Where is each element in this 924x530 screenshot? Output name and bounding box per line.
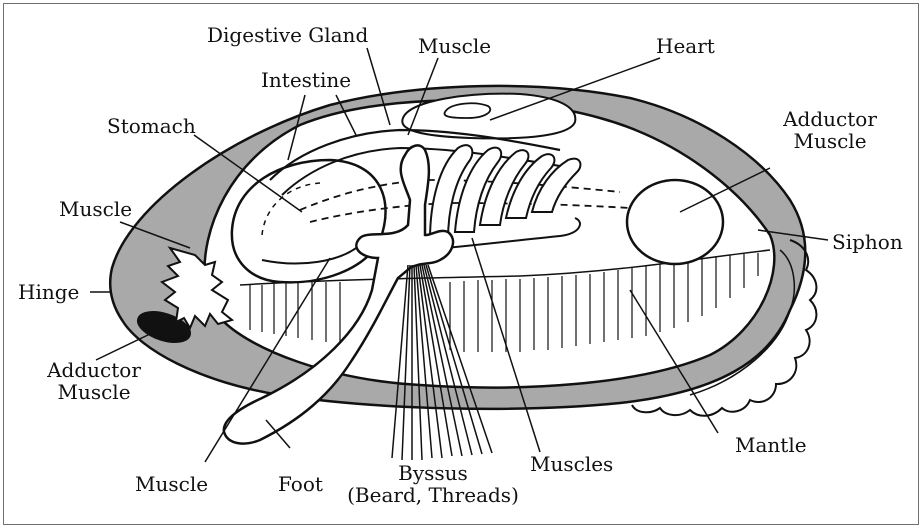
label-muscle-top: Muscle (418, 35, 491, 57)
label-muscle-bottom: Muscle (135, 473, 208, 495)
label-byssus: Byssus (Beard, Threads) (347, 462, 519, 506)
label-mantle: Mantle (735, 434, 807, 456)
label-digestive-gland: Digestive Gland (207, 24, 368, 46)
label-intestine: Intestine (261, 69, 351, 91)
label-hinge: Hinge (18, 281, 79, 303)
label-adductor-right-line2: Muscle (770, 130, 890, 152)
label-adductor-right-line1: Adductor (770, 108, 890, 130)
label-siphon: Siphon (832, 231, 903, 253)
label-byssus-line1: Byssus (347, 462, 519, 484)
posterior-adductor (627, 180, 723, 264)
label-adductor-left-line2: Muscle (28, 381, 160, 403)
label-heart: Heart (656, 35, 715, 57)
label-stomach: Stomach (107, 115, 196, 137)
label-adductor-muscle-left: Adductor Muscle (28, 359, 160, 403)
label-adductor-left-line1: Adductor (28, 359, 160, 381)
label-foot: Foot (278, 473, 323, 495)
label-muscle-left: Muscle (59, 198, 132, 220)
label-muscles: Muscles (530, 453, 613, 475)
label-adductor-muscle-right: Adductor Muscle (770, 108, 890, 152)
label-byssus-line2: (Beard, Threads) (347, 484, 519, 506)
